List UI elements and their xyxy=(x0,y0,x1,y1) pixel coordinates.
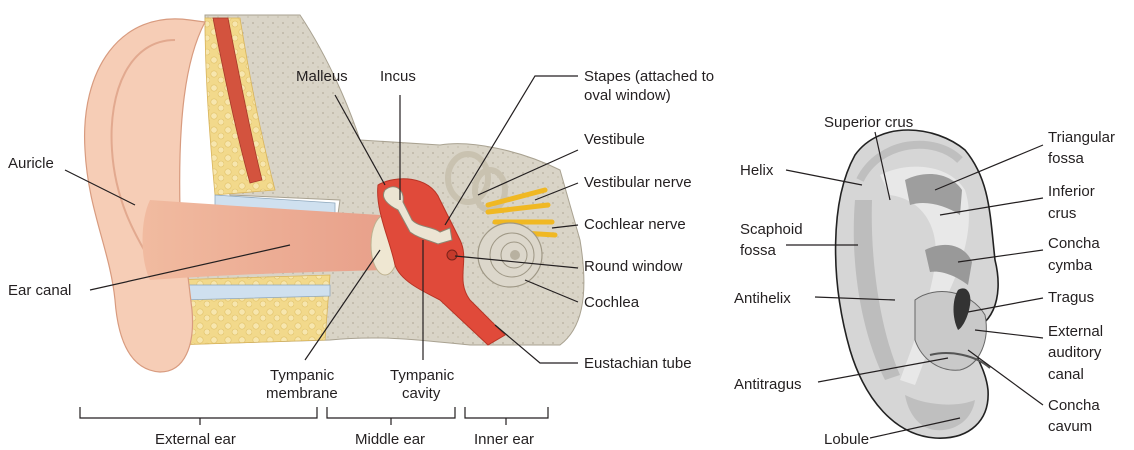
label-scaphoid-line1: Scaphoid xyxy=(740,221,803,238)
label-cochlea: Cochlea xyxy=(584,294,640,311)
label-vestibule: Vestibule xyxy=(584,131,645,148)
label-helix: Helix xyxy=(740,162,774,179)
label-stapes-line1: Stapes (attached to xyxy=(584,68,714,85)
label-tympanic-cavity-line2: cavity xyxy=(402,385,441,402)
label-eac-line1: External xyxy=(1048,323,1103,340)
label-triangular-line2: fossa xyxy=(1048,150,1085,167)
label-inferior-line2: crus xyxy=(1048,205,1076,222)
label-auricle: Auricle xyxy=(8,155,54,172)
label-antitragus: Antitragus xyxy=(734,376,802,393)
label-vestibular-nerve: Vestibular nerve xyxy=(584,174,692,191)
label-triangular-line1: Triangular xyxy=(1048,129,1115,146)
label-external-ear: External ear xyxy=(155,431,236,448)
label-stapes-line2: oval window) xyxy=(584,87,671,104)
label-antihelix: Antihelix xyxy=(734,290,791,307)
label-eac-line3: canal xyxy=(1048,366,1084,383)
label-ear-canal: Ear canal xyxy=(8,282,71,299)
region-brackets xyxy=(80,407,548,425)
label-tympanic-cavity-line1: Tympanic xyxy=(390,367,455,384)
label-superior-crus: Superior crus xyxy=(824,114,913,131)
label-round-window: Round window xyxy=(584,258,683,275)
label-eac-line2: auditory xyxy=(1048,344,1102,361)
round-window-shape xyxy=(447,250,457,260)
label-cymba-line1: Concha xyxy=(1048,235,1100,252)
auricle-shape xyxy=(85,19,205,372)
label-tympanic-membrane-line2: membrane xyxy=(266,385,338,402)
label-cochlear-nerve: Cochlear nerve xyxy=(584,216,686,233)
label-middle-ear: Middle ear xyxy=(355,431,425,448)
label-eustachian-tube: Eustachian tube xyxy=(584,355,692,372)
cross-section-diagram: Auricle Ear canal Malleus Incus Stapes (… xyxy=(8,15,714,448)
label-tympanic-membrane-line1: Tympanic xyxy=(270,367,335,384)
label-inferior-line1: Inferior xyxy=(1048,183,1095,200)
label-cymba-line2: cymba xyxy=(1048,257,1093,274)
label-cavum-line2: cavum xyxy=(1048,418,1092,435)
label-tragus: Tragus xyxy=(1048,289,1094,306)
label-malleus: Malleus xyxy=(296,68,348,85)
label-incus: Incus xyxy=(380,68,416,85)
pinna-diagram: Superior crus Helix Scaphoid fossa Antih… xyxy=(734,114,1115,448)
label-scaphoid-line2: fossa xyxy=(740,242,777,259)
cochlea-shape xyxy=(478,223,542,287)
label-inner-ear: Inner ear xyxy=(474,431,534,448)
label-lobule: Lobule xyxy=(824,431,869,448)
label-cavum-line1: Concha xyxy=(1048,397,1100,414)
